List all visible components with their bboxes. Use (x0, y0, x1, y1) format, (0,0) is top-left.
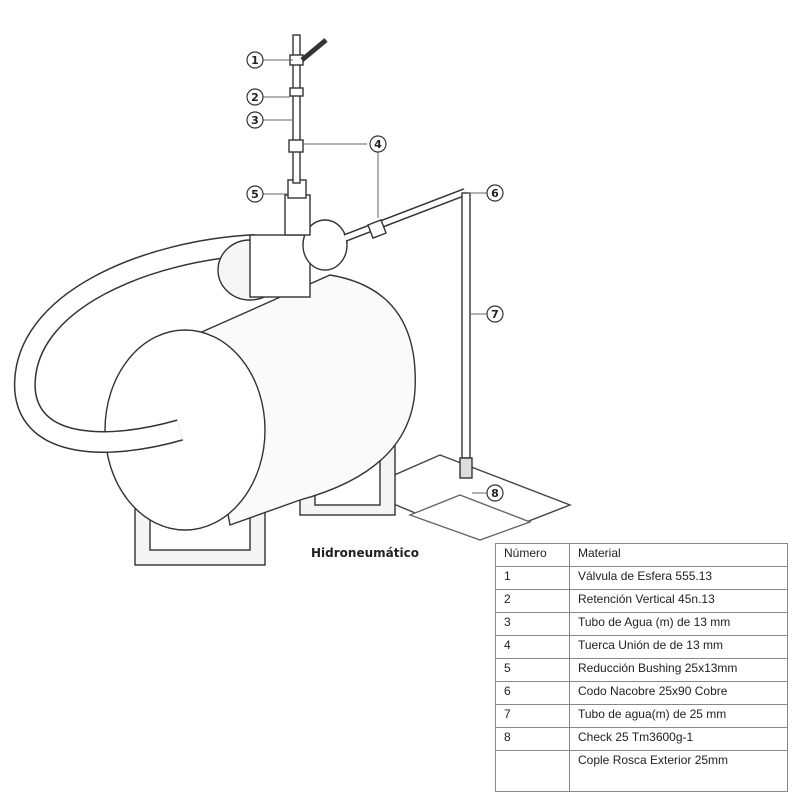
cell-number: 4 (495, 635, 570, 659)
callout-4: 4 (374, 138, 382, 151)
diagram-caption: Hidroneumático (311, 546, 419, 560)
cell-number: 3 (495, 612, 570, 636)
cell-number: 8 (495, 727, 570, 751)
callout-8: 8 (491, 487, 499, 500)
cell-material: Retención Vertical 45n.13 (569, 589, 788, 613)
callout-7: 7 (491, 308, 499, 321)
cell-material: Cople Rosca Exterior 25mm (569, 750, 788, 792)
cell-number: 1 (495, 566, 570, 590)
callout-5: 5 (251, 188, 259, 201)
callout-6: 6 (491, 187, 499, 200)
check-valve (459, 457, 473, 479)
cell-number (495, 750, 570, 792)
cell-material: Válvula de Esfera 555.13 (569, 566, 788, 590)
header-number: Número (495, 543, 570, 567)
cell-material: Tubo de agua(m) de 25 mm (569, 704, 788, 728)
table-header-row: Número Material (495, 543, 788, 567)
cell-material: Tuerca Unión de de 13 mm (569, 635, 788, 659)
header-material: Material (569, 543, 788, 567)
cell-material: Check 25 Tm3600g-1 (569, 727, 788, 751)
cell-number: 2 (495, 589, 570, 613)
table-row: Cople Rosca Exterior 25mm (495, 750, 788, 792)
cell-material: Codo Nacobre 25x90 Cobre (569, 681, 788, 705)
callout-2: 2 (251, 91, 259, 104)
cell-number: 5 (495, 658, 570, 682)
cell-number: 7 (495, 704, 570, 728)
callout-3: 3 (251, 114, 259, 127)
cell-material: Reducción Bushing 25x13mm (569, 658, 788, 682)
discharge-pipe (288, 34, 328, 184)
callout-1: 1 (251, 54, 259, 67)
callout-markers (246, 51, 504, 502)
cell-material: Tubo de Agua (m) de 13 mm (569, 612, 788, 636)
cell-number: 6 (495, 681, 570, 705)
vertical-pipe (461, 192, 471, 459)
pump (217, 179, 348, 301)
tank-end (104, 329, 266, 531)
